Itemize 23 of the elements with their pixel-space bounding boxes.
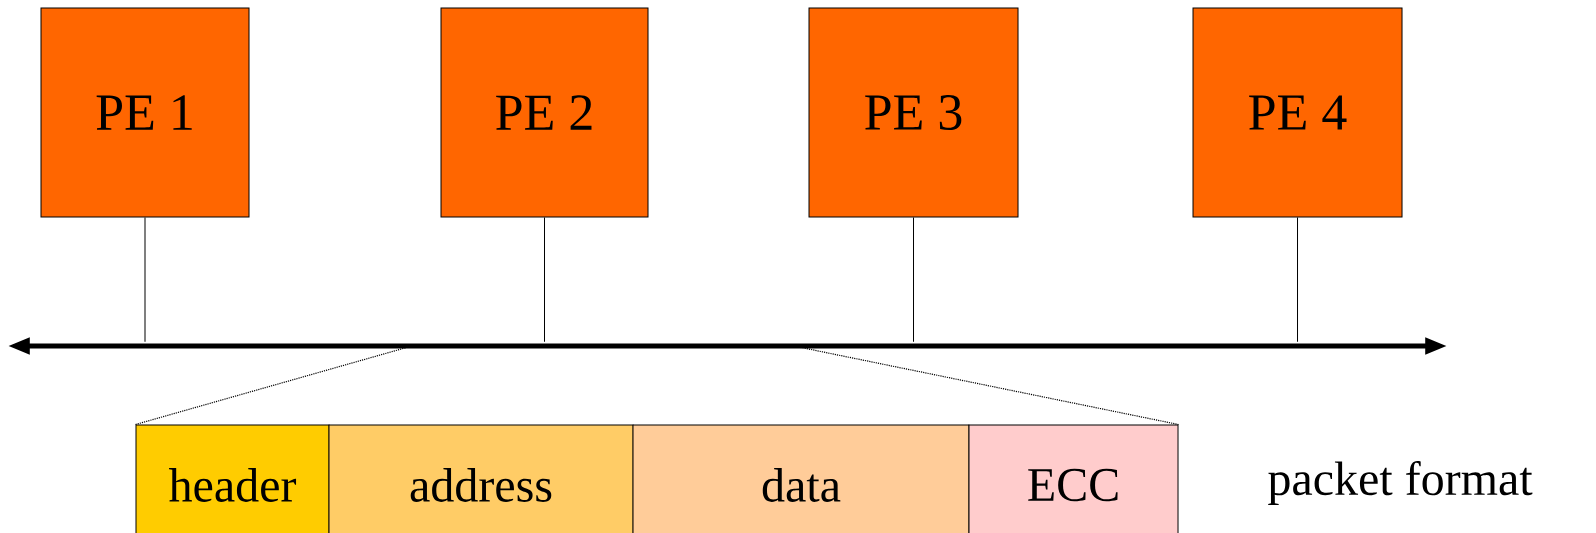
packet-field [328,424,634,533]
connector-line [544,217,545,343]
connector-line [1297,217,1298,343]
field-text: data [762,468,841,502]
box-text: PE 4 [1249,95,1347,130]
box-text: PE 1 [96,95,192,130]
packet-field [968,424,1179,533]
connector-line [913,217,914,343]
connector-line [144,217,146,343]
packet-field [632,424,970,533]
leader-line [134,345,413,426]
box-text: PE 3 [865,95,962,130]
field-text: ECC [1028,468,1118,502]
field-text: address [410,468,552,502]
leader-line [793,345,1180,426]
processing-element-box [440,7,649,218]
field-text: header [169,468,297,502]
box-text: PE 2 [496,95,592,130]
caption-label: packet format [1268,461,1533,505]
processing-element-box [808,7,1019,218]
processing-element-box [40,7,250,218]
packet-field [135,424,330,533]
processing-element-box [1192,7,1403,218]
